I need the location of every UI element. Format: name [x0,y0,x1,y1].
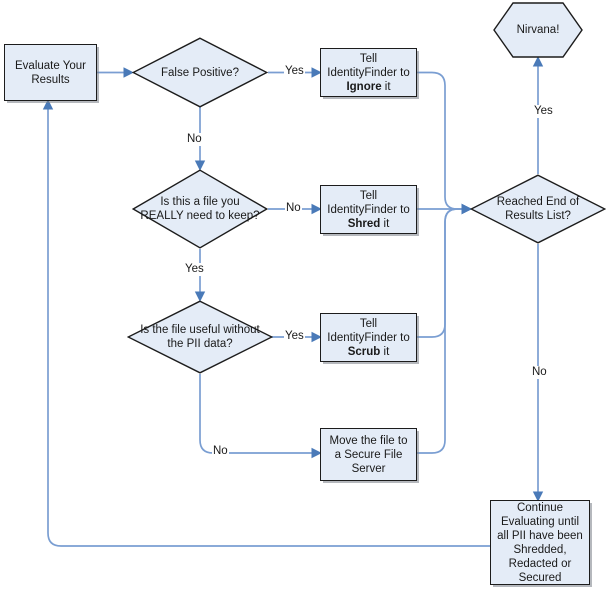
node-continue-evaluating-label: Continue Evaluating until all PII have b… [497,501,583,584]
edge-label-false-positive-yes: Yes [284,65,305,78]
diamond-shape-icon [132,169,268,249]
node-really-need-to-keep-label: Is this a file you REALLY need to keep? [140,196,260,222]
node-tell-shred-label: Tell IdentityFinder to Shred it [327,189,410,230]
edge-label-really-keep-yes: Yes [184,263,205,276]
node-tell-shred-action: Shred [347,217,381,230]
node-really-need-to-keep[interactable]: Is this a file you REALLY need to keep? [132,169,268,249]
node-move-to-secure-server[interactable]: Move the file to a Secure File Server [320,428,417,481]
node-false-positive[interactable]: False Positive? [132,37,268,108]
node-nirvana-label: Nirvana! [516,24,560,36]
node-nirvana[interactable]: Nirvana! [493,2,583,58]
node-useful-without-pii-label: Is the file useful without the PII data? [140,324,260,350]
node-continue-evaluating[interactable]: Continue Evaluating until all PII have b… [490,500,590,585]
edge-label-useful-no: No [212,445,229,458]
edge-ignore-to-reached-end [417,71,472,215]
diamond-shape-icon [132,37,268,108]
edge-scrub-to-reached-end [417,203,472,338]
node-reached-end-of-results[interactable]: Reached End of Results List? [470,174,606,244]
diamond-shape-icon [470,174,606,244]
node-evaluate-label: Evaluate Your Results [15,59,86,86]
node-tell-ignore-label: Tell IdentityFinder to Ignore it [327,52,410,93]
node-reached-end-label: Reached End of Results List? [496,196,580,222]
node-false-positive-label: False Positive? [161,66,239,79]
node-tell-shred[interactable]: Tell IdentityFinder to Shred it [320,185,417,234]
edge-label-false-positive-no: No [186,133,203,146]
edge-label-reached-end-no: No [531,366,548,379]
node-move-to-secure-server-label: Move the file to a Secure File Server [329,434,408,475]
edge-move-secure-to-reached-end [417,203,472,454]
edge-label-useful-yes: Yes [284,330,305,343]
node-tell-scrub-label: Tell IdentityFinder to Scrub it [327,317,410,358]
edge-useful-no-to-move-secure [199,374,322,459]
node-tell-scrub-action: Scrub [347,345,381,358]
hexagon-shape-icon [493,2,583,58]
diamond-shape-icon [127,300,273,374]
edge-label-really-keep-no: No [285,202,302,215]
edge-label-reached-end-yes: Yes [533,105,554,118]
node-useful-without-pii[interactable]: Is the file useful without the PII data? [127,300,273,374]
edge-continue-to-evaluate-loop [42,99,490,547]
node-tell-ignore-action: Ignore [346,80,382,93]
node-tell-scrub[interactable]: Tell IdentityFinder to Scrub it [320,313,417,362]
node-evaluate-your-results[interactable]: Evaluate Your Results [4,44,97,101]
node-tell-ignore[interactable]: Tell IdentityFinder to Ignore it [320,48,417,97]
